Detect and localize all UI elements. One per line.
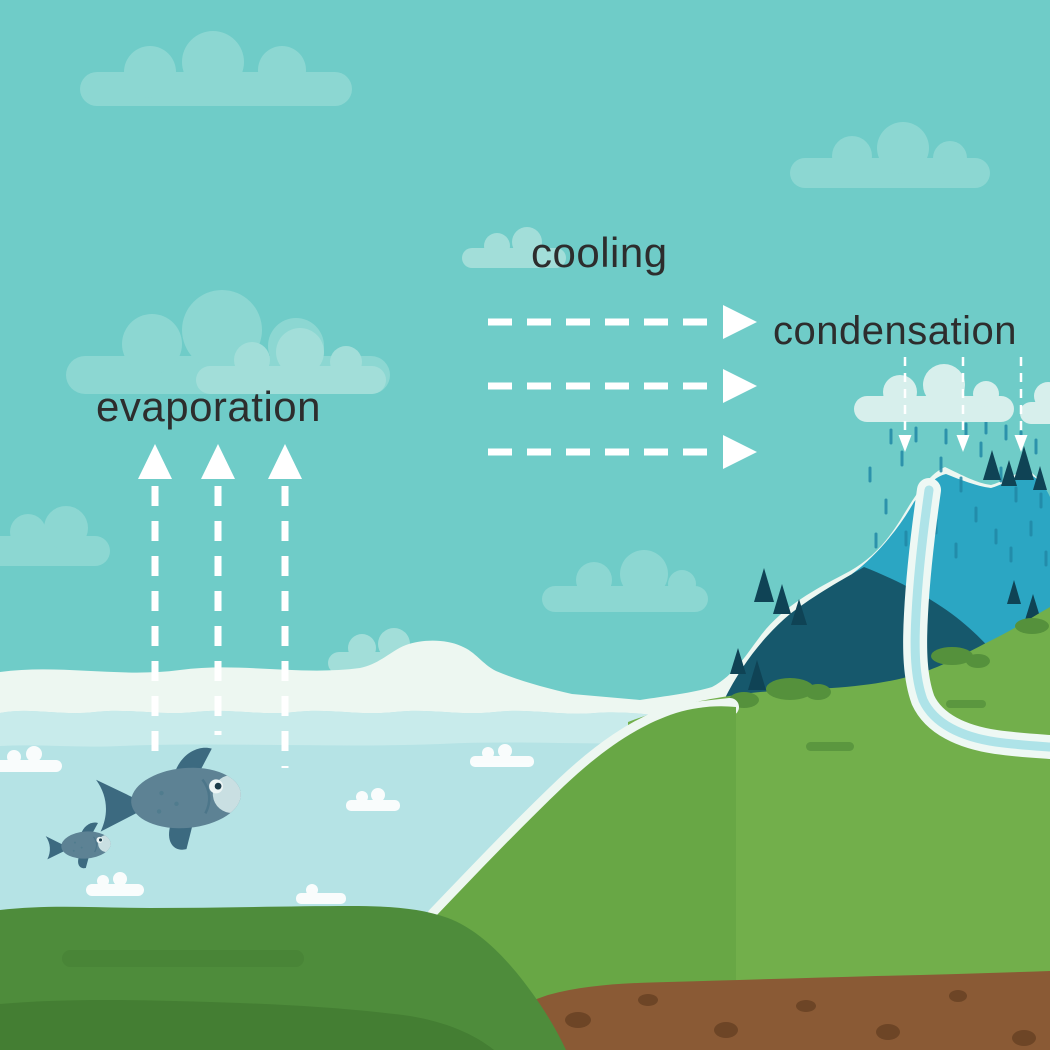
wave-icon xyxy=(346,788,400,811)
cloud-icon xyxy=(790,122,990,188)
up-arrow-icon xyxy=(138,444,172,760)
waterfall-river xyxy=(903,478,1050,759)
wave-icon xyxy=(86,872,144,896)
cloud-icon xyxy=(462,227,566,268)
cooling-arrows xyxy=(488,305,757,469)
soil-spot xyxy=(638,994,658,1006)
condensation-label: condensation xyxy=(773,309,1017,353)
bush-icon xyxy=(805,684,831,700)
condensation-arrows xyxy=(898,357,1028,452)
pine-tree-icon xyxy=(754,568,774,602)
soil-spot xyxy=(876,1024,900,1040)
soil xyxy=(462,971,1050,1050)
pine-tree-icon xyxy=(1033,466,1047,490)
sky-clouds xyxy=(0,31,990,674)
wave-icon xyxy=(0,746,62,772)
pine-tree-icon xyxy=(773,584,791,614)
down-arrow-icon xyxy=(898,357,912,452)
pine-tree-icon xyxy=(983,450,1001,480)
pine-trees xyxy=(730,446,1047,690)
pine-tree-icon xyxy=(791,599,807,625)
cloud-icon xyxy=(196,328,386,394)
right-arrow-icon xyxy=(488,435,757,469)
soil-spot xyxy=(714,1022,738,1038)
bush-icon xyxy=(766,678,814,700)
pine-tree-icon xyxy=(1001,460,1017,486)
cloud-icon xyxy=(80,31,352,106)
right-arrow-icon xyxy=(488,369,757,403)
bush-icon xyxy=(931,647,973,665)
down-arrow-icon xyxy=(956,357,970,452)
soil-spot xyxy=(565,1012,591,1028)
cloud-icon xyxy=(542,550,708,612)
pine-tree-icon xyxy=(1007,580,1021,604)
up-arrow-icon xyxy=(268,444,302,768)
soil-spot xyxy=(796,1000,816,1012)
soil-spot xyxy=(1012,1030,1036,1046)
bush-icon xyxy=(966,654,990,668)
evaporation-label: evaporation xyxy=(96,383,321,430)
wave-icon xyxy=(470,744,534,767)
hillside xyxy=(436,706,736,1050)
foreground-strip xyxy=(0,1000,494,1050)
pine-tree-icon xyxy=(730,648,746,674)
up-arrow-icon xyxy=(201,444,235,735)
rain-cloud-icon xyxy=(854,364,1050,424)
evaporation-arrows xyxy=(138,444,302,768)
pine-tree-icon xyxy=(1025,594,1041,620)
pine-tree-icon xyxy=(1014,446,1034,480)
grass-patch xyxy=(806,742,854,751)
bank-shadow xyxy=(62,950,304,967)
cloud-icon xyxy=(0,506,110,566)
pine-tree-icon xyxy=(748,660,766,690)
down-arrow-icon xyxy=(1014,357,1028,452)
soil-spot xyxy=(949,990,967,1002)
right-arrow-icon xyxy=(488,305,757,339)
wave-icon xyxy=(296,884,346,904)
bush-icon xyxy=(1015,618,1049,634)
grass-patch xyxy=(946,700,986,708)
cooling-label: cooling xyxy=(531,229,668,276)
